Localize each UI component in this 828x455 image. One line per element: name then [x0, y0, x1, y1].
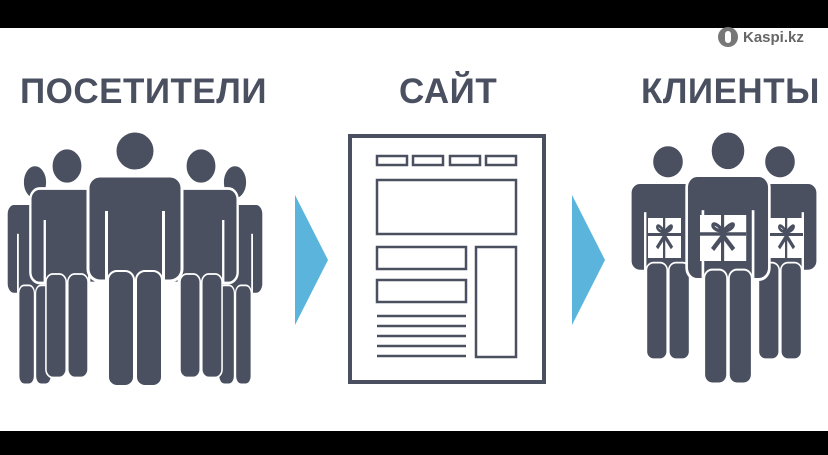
letterbox-top [0, 0, 828, 28]
arrow-right-icon [572, 195, 605, 325]
watermark-text: Kaspi.kz [743, 28, 804, 46]
kaspi-logo-icon [718, 27, 738, 47]
site-title: САЙТ [399, 72, 498, 111]
webpage-wireframe-icon [348, 134, 546, 384]
crowd-icon [5, 129, 265, 388]
letterbox-bottom [0, 431, 828, 455]
kaspi-watermark: Kaspi.kz [718, 27, 804, 47]
arrow-right-icon [295, 195, 328, 325]
customers-with-gifts-icon [629, 129, 819, 385]
clients-title: КЛИЕНТЫ [641, 72, 820, 111]
visitors-title: ПОСЕТИТЕЛИ [20, 72, 267, 111]
